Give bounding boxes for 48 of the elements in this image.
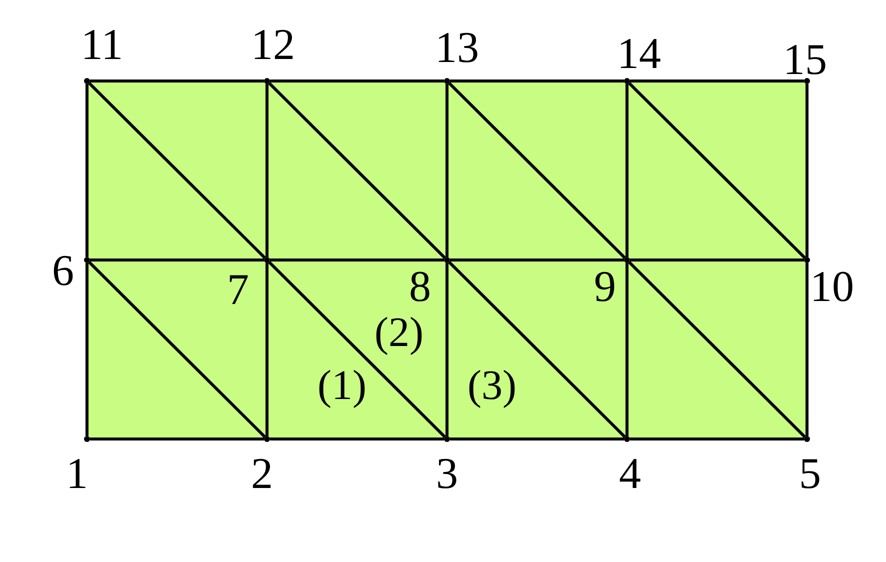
element-number: (2) <box>374 312 424 354</box>
mesh-line <box>626 263 628 436</box>
node-number: 15 <box>783 38 827 82</box>
mesh-line <box>88 82 266 259</box>
node-number: 14 <box>617 32 661 76</box>
mesh-line <box>448 261 626 438</box>
mesh-line <box>628 82 806 259</box>
mesh-line <box>450 80 624 82</box>
mesh-line <box>448 82 626 259</box>
mesh-line <box>90 258 264 262</box>
node-number: 13 <box>435 26 479 70</box>
mesh-line <box>266 84 268 257</box>
node-number: 4 <box>619 452 641 496</box>
node-number: 5 <box>799 452 821 496</box>
node-number: 9 <box>594 265 616 309</box>
node-number: 2 <box>251 452 273 496</box>
mesh-line <box>86 84 88 257</box>
node-number: 1 <box>66 452 88 496</box>
mesh-line <box>446 84 448 257</box>
mesh-line <box>630 438 804 440</box>
mesh-line <box>446 263 448 436</box>
element-number: (1) <box>318 365 366 407</box>
mesh-line <box>270 258 444 262</box>
node-number: 11 <box>80 23 124 67</box>
node-number: 3 <box>436 452 458 496</box>
mesh-line <box>268 261 446 438</box>
mesh-line <box>90 80 264 82</box>
mesh-line <box>86 263 88 436</box>
mesh-line <box>630 80 804 82</box>
mesh-line <box>806 263 808 436</box>
node-number: 7 <box>227 268 249 312</box>
element-number: (3) <box>468 365 516 407</box>
mesh-line <box>630 258 804 262</box>
node-number: 12 <box>251 23 295 67</box>
mesh-line <box>266 263 268 436</box>
mesh-line <box>628 261 806 438</box>
mesh-line <box>268 82 446 259</box>
mesh-line <box>88 261 266 438</box>
mesh-line <box>806 84 808 257</box>
mesh-line <box>270 80 444 82</box>
node-number: 8 <box>409 265 431 309</box>
mesh-line <box>90 438 264 440</box>
node-number: 10 <box>810 265 854 309</box>
mesh-line <box>450 438 624 440</box>
mesh-line <box>270 438 444 440</box>
node-number: 6 <box>52 249 74 293</box>
mesh-line <box>450 258 624 262</box>
mesh-line <box>626 84 628 257</box>
